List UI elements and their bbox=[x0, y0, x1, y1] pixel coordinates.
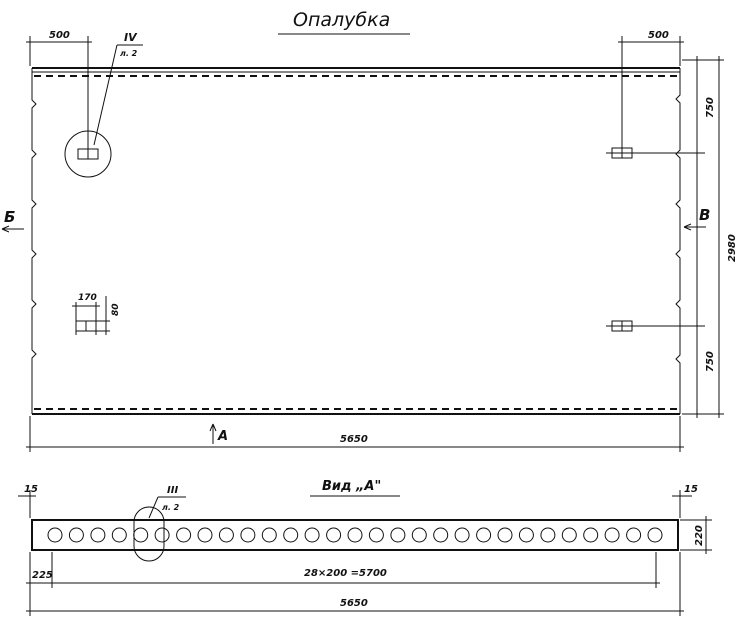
hole-3 bbox=[90, 527, 106, 543]
hole-22 bbox=[497, 527, 513, 543]
dim-hole-spacing: 28×200 =5700 bbox=[304, 568, 387, 579]
callout-iii-sheet: л. 2 bbox=[162, 503, 180, 512]
dim-edge-right-15: 15 bbox=[684, 484, 698, 495]
dim-total-5650: 5650 bbox=[340, 598, 368, 609]
hole-19 bbox=[433, 527, 449, 543]
callout-iii-numeral: III bbox=[167, 485, 178, 496]
hole-7 bbox=[176, 527, 192, 543]
hole-17 bbox=[390, 527, 406, 543]
plan-view: 500 IV л. 2 500 170 80 bbox=[1, 30, 736, 452]
hole-8 bbox=[197, 527, 213, 543]
view-arrow-v bbox=[683, 223, 706, 231]
section-title: Вид „А" bbox=[322, 479, 381, 494]
dim-length-5650: 5650 bbox=[340, 434, 368, 445]
dim-right-500: 500 bbox=[648, 30, 669, 41]
detail-oval-iii bbox=[133, 506, 165, 562]
hole-6 bbox=[154, 527, 170, 543]
dim-insert-width: 170 bbox=[78, 293, 97, 303]
callout-iv-numeral: IV bbox=[124, 31, 138, 44]
hole-25 bbox=[561, 527, 577, 543]
hole-1 bbox=[47, 527, 63, 543]
hole-21 bbox=[476, 527, 492, 543]
hole-13 bbox=[304, 527, 320, 543]
hole-23 bbox=[518, 527, 534, 543]
dim-top-750: 750 bbox=[705, 97, 716, 118]
hole-2 bbox=[68, 527, 84, 543]
dim-height-2980: 2980 bbox=[727, 234, 736, 262]
slab-section-outline bbox=[31, 519, 679, 551]
hole-27 bbox=[604, 527, 620, 543]
hole-5 bbox=[133, 527, 149, 543]
slab-right-edge bbox=[675, 68, 681, 414]
dim-first-hole-225: 225 bbox=[32, 570, 53, 581]
callout-iv-leader bbox=[93, 44, 118, 146]
hole-12 bbox=[283, 527, 299, 543]
dim-section-height-220: 220 bbox=[694, 525, 705, 546]
detail-circle-iv bbox=[64, 130, 112, 178]
hole-20 bbox=[454, 527, 470, 543]
hole-16 bbox=[368, 527, 384, 543]
dim-left-500: 500 bbox=[49, 30, 70, 41]
section-view-a: Вид „А" III л. 2 15 15 220 225 28×200 =5… bbox=[18, 479, 712, 616]
dim-bottom-750: 750 bbox=[705, 351, 716, 372]
callout-iv-sheet: л. 2 bbox=[120, 49, 138, 58]
hole-18 bbox=[411, 527, 427, 543]
view-arrow-b bbox=[1, 225, 24, 233]
slab-left-edge bbox=[31, 68, 37, 414]
hole-9 bbox=[218, 527, 234, 543]
view-marker-v: В bbox=[699, 206, 710, 224]
hole-28 bbox=[626, 527, 642, 543]
hollow-core-holes bbox=[47, 527, 663, 543]
view-arrow-a bbox=[209, 423, 217, 444]
hole-14 bbox=[326, 527, 342, 543]
hole-11 bbox=[261, 527, 277, 543]
drawing-title: Опалубка bbox=[293, 9, 390, 31]
dim-insert-height: 80 bbox=[111, 303, 121, 316]
hole-4 bbox=[111, 527, 127, 543]
view-marker-a: А bbox=[217, 429, 228, 444]
hole-24 bbox=[540, 527, 556, 543]
hole-29 bbox=[647, 527, 663, 543]
view-marker-b: Б bbox=[4, 208, 15, 226]
hole-15 bbox=[347, 527, 363, 543]
hole-10 bbox=[240, 527, 256, 543]
dim-edge-left-15: 15 bbox=[24, 484, 38, 495]
hole-26 bbox=[583, 527, 599, 543]
